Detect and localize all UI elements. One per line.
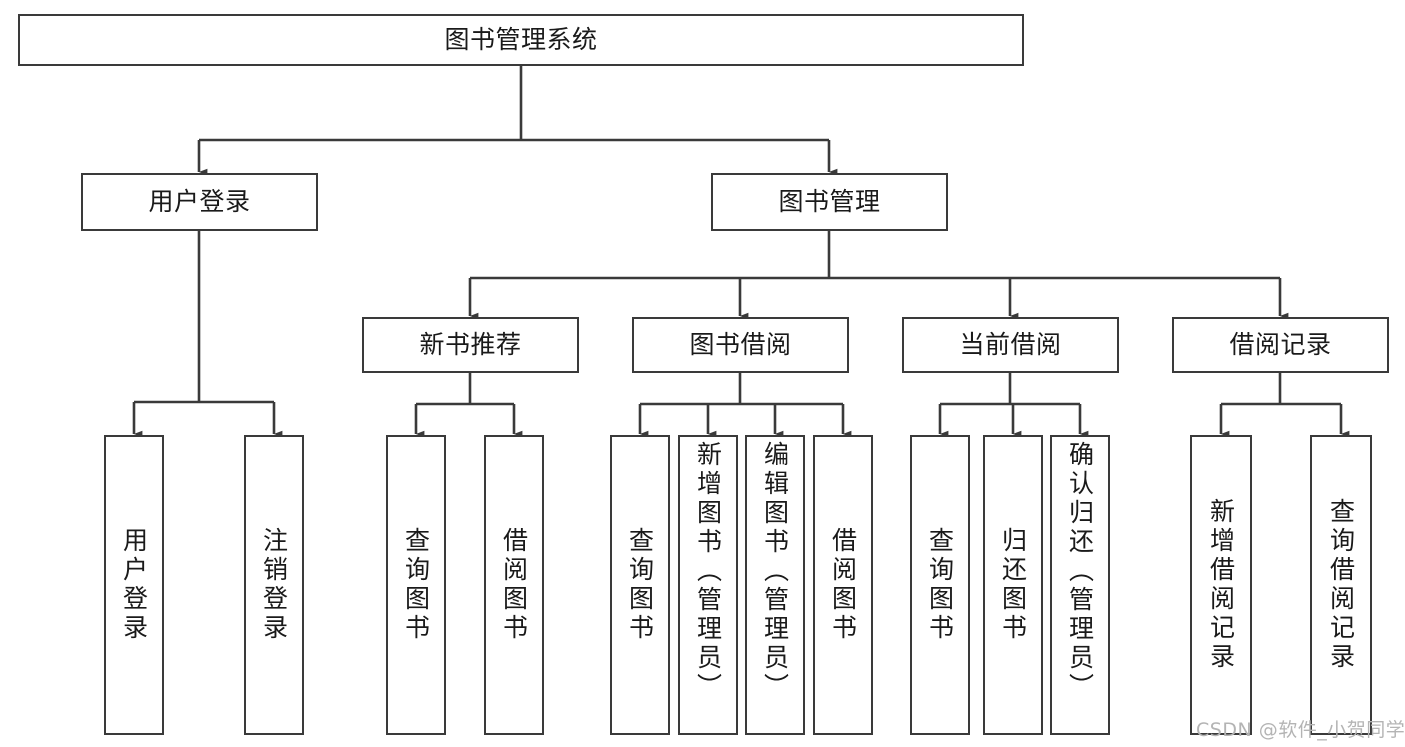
node-label: 图书管理 [778, 187, 881, 217]
connector-lines [132, 66, 1350, 438]
node-label: 新书推荐 [419, 330, 522, 360]
node-label: 图书管理系统 [444, 25, 598, 55]
root-node-box[interactable]: 图书管理系统 [18, 14, 1024, 66]
level3-node-box[interactable]: 用户登录 [104, 435, 164, 735]
node-label: 用户登录 [119, 527, 149, 643]
level3-node-box[interactable]: 编辑图书（管理员） [745, 435, 805, 735]
level3-node-box[interactable]: 借阅图书 [813, 435, 873, 735]
watermark-label: CSDN @软件_小贺同学 [1196, 719, 1405, 741]
level3-node-box[interactable]: 新增借阅记录 [1190, 435, 1252, 735]
level3-node-box[interactable]: 归还图书 [983, 435, 1043, 735]
level3-node-box[interactable]: 新增图书（管理员） [678, 435, 738, 735]
level2-node-box[interactable]: 新书推荐 [362, 317, 579, 373]
level3-node-box[interactable]: 注销登录 [244, 435, 304, 735]
node-label: 图书借阅 [689, 330, 792, 360]
node-label: 当前借阅 [959, 330, 1062, 360]
node-label: 确认归还（管理员） [1065, 441, 1095, 702]
level1-node-box[interactable]: 用户登录 [81, 173, 318, 231]
node-label: 查询图书 [925, 527, 955, 643]
node-label: 用户登录 [148, 187, 251, 217]
node-label: 借阅记录 [1229, 330, 1332, 360]
node-label: 新增图书（管理员） [693, 441, 723, 702]
level3-node-box[interactable]: 确认归还（管理员） [1050, 435, 1110, 735]
level3-node-box[interactable]: 借阅图书 [484, 435, 544, 735]
node-label: 查询图书 [401, 527, 431, 643]
level1-node-box[interactable]: 图书管理 [711, 173, 948, 231]
level3-node-box[interactable]: 查询图书 [610, 435, 670, 735]
node-label: 归还图书 [998, 527, 1028, 643]
node-label: 查询图书 [625, 527, 655, 643]
level3-node-box[interactable]: 查询图书 [386, 435, 446, 735]
node-label: 借阅图书 [828, 527, 858, 643]
node-label: 新增借阅记录 [1206, 498, 1236, 672]
level2-node-box[interactable]: 当前借阅 [902, 317, 1119, 373]
node-label: 编辑图书（管理员） [760, 441, 790, 702]
level2-node-box[interactable]: 图书借阅 [632, 317, 849, 373]
node-label: 借阅图书 [499, 527, 529, 643]
node-label: 注销登录 [259, 527, 289, 643]
level3-node-box[interactable]: 查询借阅记录 [1310, 435, 1372, 735]
node-label: 查询借阅记录 [1326, 498, 1356, 672]
level3-node-box[interactable]: 查询图书 [910, 435, 970, 735]
level2-node-box[interactable]: 借阅记录 [1172, 317, 1389, 373]
